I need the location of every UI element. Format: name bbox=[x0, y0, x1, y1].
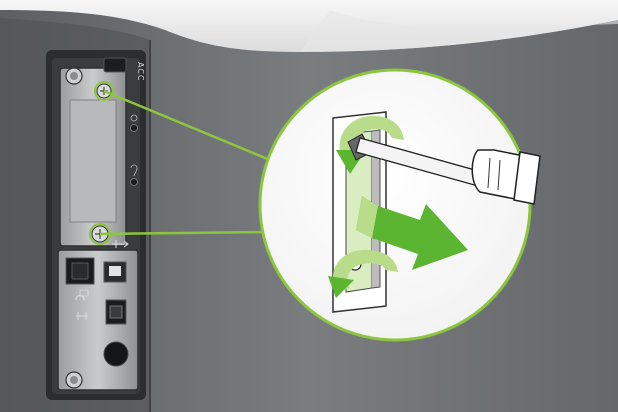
led-indicator-icon bbox=[130, 164, 138, 186]
usb-icon bbox=[112, 240, 129, 248]
network-icon bbox=[76, 312, 88, 320]
led-indicator-icon bbox=[130, 114, 138, 132]
pull-arrow-icon bbox=[356, 196, 468, 270]
acc-port-label: ACC bbox=[136, 62, 145, 82]
fax-icon bbox=[75, 289, 89, 301]
cover-highlight bbox=[300, 10, 618, 52]
thumbscrew-icon bbox=[65, 371, 83, 389]
rotate-arrow-icon bbox=[328, 249, 398, 298]
thumbscrew-icon bbox=[65, 67, 83, 85]
callout-ring-top bbox=[94, 81, 114, 101]
magnified-callout bbox=[258, 68, 532, 342]
acc-port bbox=[103, 57, 127, 73]
callout-ring-bottom bbox=[89, 223, 111, 245]
callout-line-top bbox=[103, 89, 295, 172]
screwdriver-icon bbox=[347, 133, 541, 205]
eio-slot-recess bbox=[69, 99, 117, 223]
round-port bbox=[103, 341, 129, 367]
callout-line-bottom bbox=[99, 230, 265, 236]
